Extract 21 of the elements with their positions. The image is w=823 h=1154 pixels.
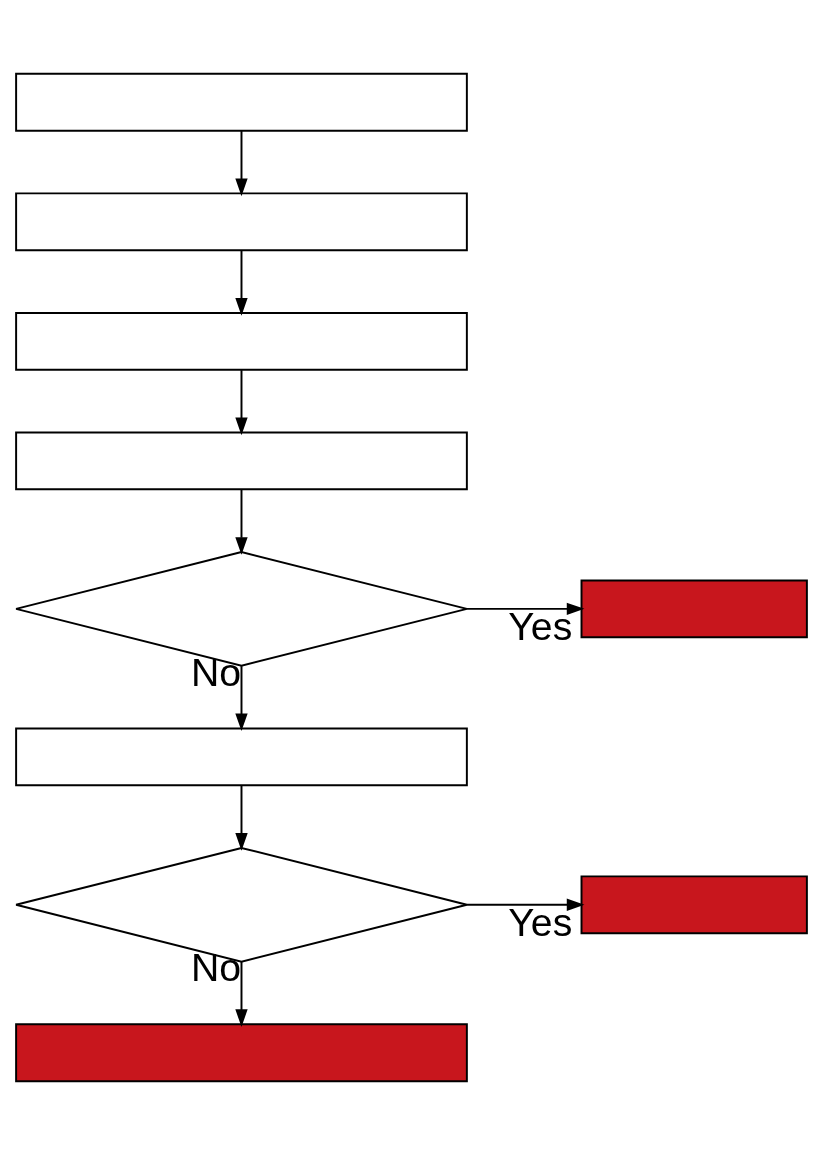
node-box [15,1022,468,1082]
arrow [235,129,248,196]
arrow [235,249,248,316]
node-box [15,431,468,490]
node-box [15,311,468,371]
node-box [15,726,468,786]
arrow [235,368,248,435]
node-box [580,578,808,638]
arrow [465,602,585,615]
arrow [235,488,248,555]
arrow [235,784,248,851]
arrow [235,960,248,1027]
node-box [15,191,468,251]
node-box [580,874,808,934]
arrow [465,898,585,911]
arrow [235,664,248,731]
node-box [15,72,468,132]
edge-label: Yes [508,604,573,648]
edge-label: No [190,945,242,989]
edge-label: No [190,650,242,694]
edge-label: Yes [508,900,573,944]
